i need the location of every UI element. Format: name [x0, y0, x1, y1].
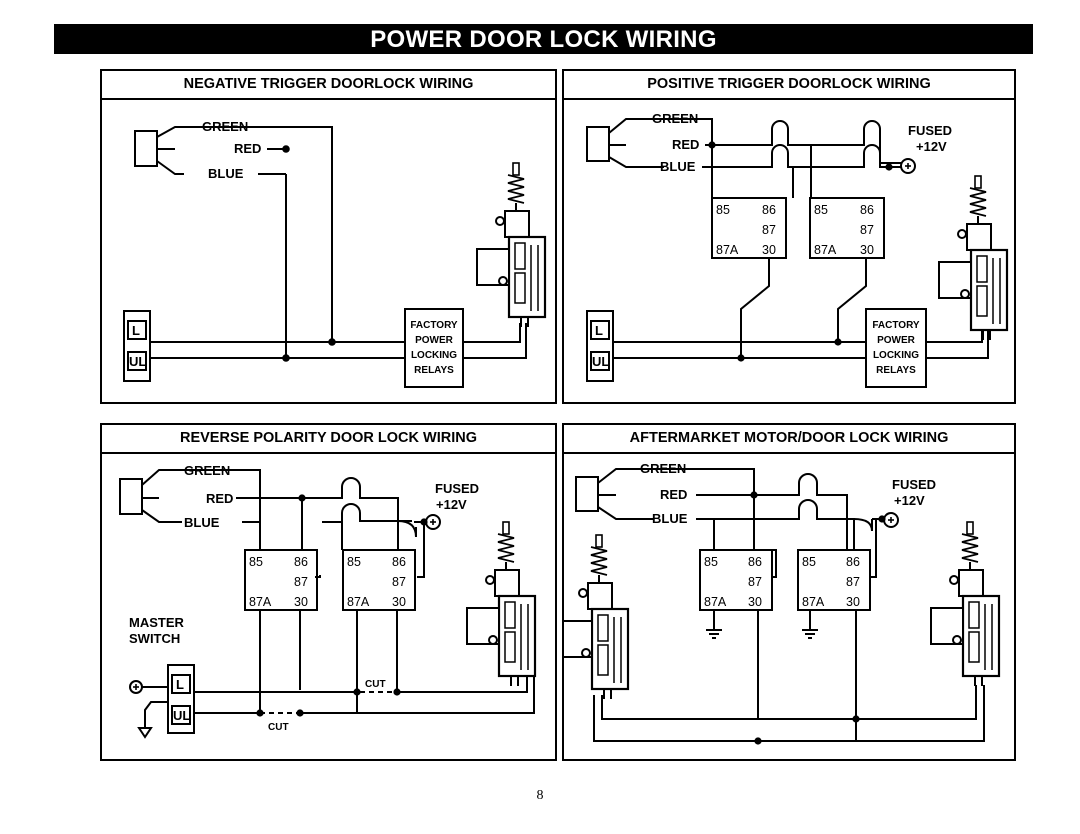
diagram-label: 30 — [846, 595, 860, 609]
cut-label: CUT — [268, 722, 289, 733]
door-lock-actuator-left — [564, 533, 630, 701]
panel-title: AFTERMARKET MOTOR/DOOR LOCK WIRING — [564, 425, 1014, 454]
diagram-label: 30 — [294, 595, 308, 609]
diagram-label: 30 — [748, 595, 762, 609]
diagram-label: +12V — [894, 493, 925, 508]
diagram-label: LOCKING — [411, 350, 457, 361]
diagram-label: +12V — [916, 139, 947, 154]
diagram-label: UL — [592, 354, 609, 369]
diagram-label: 86 — [762, 203, 776, 217]
diagram-label: 87 — [392, 575, 406, 589]
diagram-label: FUSED — [908, 123, 952, 138]
page-number: 8 — [536, 788, 544, 803]
diagram-label: 87 — [846, 575, 860, 589]
diagram-label: RELAYS — [876, 365, 916, 376]
diagram-label: 87A — [814, 243, 837, 257]
diagram-label: 85 — [347, 555, 361, 569]
diagram-label: 85 — [249, 555, 263, 569]
aftermarket-motor-diagram: GREEN RED BLUE FUSED +12V 85 86 87 87A 3… — [564, 461, 1001, 745]
factory-relays-box — [404, 308, 464, 388]
positive-trigger-diagram: GREEN RED BLUE FUSED +12V 85 86 87 87A 3… — [586, 111, 1009, 388]
page-title: POWER DOOR LOCK WIRING — [54, 24, 1033, 54]
diagram-label: 30 — [762, 243, 776, 257]
diagram-label: 87 — [748, 575, 762, 589]
diagram-label: RELAYS — [414, 365, 454, 376]
diagram-label: LOCKING — [873, 350, 919, 361]
panel-negative-trigger: NEGATIVE TRIGGER DOORLOCK WIRING GREEN R… — [100, 69, 557, 404]
reverse-polarity-diagram: GREEN RED BLUE FUSED +12V 85 86 87 87A 3… — [119, 463, 537, 739]
diagram-label: 86 — [860, 203, 874, 217]
diagram-label: BLUE — [660, 159, 696, 174]
diagram-label: UL — [173, 708, 190, 723]
diagram-label: 85 — [802, 555, 816, 569]
diagram-label: FACTORY — [872, 320, 920, 331]
diagram-label: 86 — [748, 555, 762, 569]
diagram-label: 85 — [814, 203, 828, 217]
diagram-label: L — [132, 323, 140, 338]
diagram-label: +12V — [436, 497, 467, 512]
diagram-label: RED — [672, 137, 699, 152]
green-label: GREEN — [202, 119, 248, 134]
panel-title: REVERSE POLARITY DOOR LOCK WIRING — [102, 425, 555, 454]
diagram-label: 87A — [249, 595, 272, 609]
relay-2 — [809, 197, 885, 259]
diagram-label: 85 — [704, 555, 718, 569]
diagram-label: 85 — [716, 203, 730, 217]
alarm-connector — [134, 130, 158, 167]
diagram-label: 30 — [392, 595, 406, 609]
diagram-label: SWITCH — [129, 631, 180, 646]
door-lock-actuator — [937, 174, 1009, 342]
red-label: RED — [234, 141, 261, 156]
master-switch-label: MASTER — [129, 615, 185, 630]
diagram-label: 87A — [716, 243, 739, 257]
diagram-label: L — [176, 677, 184, 692]
diagram-label: FACTORY — [410, 320, 458, 331]
door-lock-actuator — [475, 161, 547, 329]
panel-title: NEGATIVE TRIGGER DOORLOCK WIRING — [102, 71, 555, 100]
factory-relays-box — [865, 308, 927, 388]
blue-label: BLUE — [208, 166, 244, 181]
negative-trigger-diagram: GREEN RED BLUE L UL FACTORY POWER LOCKIN… — [123, 119, 547, 388]
diagram-label: 87A — [704, 595, 727, 609]
diagram-label: RED — [660, 487, 687, 502]
diagram-label: 86 — [294, 555, 308, 569]
diagram-label: 86 — [846, 555, 860, 569]
lock-switch — [123, 310, 151, 382]
relay-1 — [711, 197, 787, 259]
diagram-label: UL — [129, 354, 146, 369]
cut-label: CUT — [365, 679, 386, 690]
diagram-label: BLUE — [652, 511, 688, 526]
panel-positive-trigger: POSITIVE TRIGGER DOORLOCK WIRING — [562, 69, 1016, 404]
diagram-label: L — [595, 323, 603, 338]
panel-aftermarket-motor: AFTERMARKET MOTOR/DOOR LOCK WIRING — [562, 423, 1016, 761]
panel-reverse-polarity: REVERSE POLARITY DOOR LOCK WIRING — [100, 423, 557, 761]
diagram-label: 87A — [802, 595, 825, 609]
diagram-label: GREEN — [640, 461, 686, 476]
diagram-label: POWER — [415, 335, 454, 346]
diagram-label: 87 — [860, 223, 874, 237]
diagram-label: 87 — [294, 575, 308, 589]
diagram-label: FUSED — [892, 477, 936, 492]
diagram-label: GREEN — [184, 463, 230, 478]
diagram-label: FUSED — [435, 481, 479, 496]
diagram-label: 30 — [860, 243, 874, 257]
door-lock-actuator-right — [929, 520, 1001, 688]
diagram-label: RED — [206, 491, 233, 506]
diagram-label: 87 — [762, 223, 776, 237]
panel-title: POSITIVE TRIGGER DOORLOCK WIRING — [564, 71, 1014, 100]
diagram-label: GREEN — [652, 111, 698, 126]
diagram-label: 86 — [392, 555, 406, 569]
diagram-label: BLUE — [184, 515, 220, 530]
diagram-label: 87A — [347, 595, 370, 609]
door-lock-actuator — [465, 520, 537, 688]
diagram-label: POWER — [877, 335, 916, 346]
